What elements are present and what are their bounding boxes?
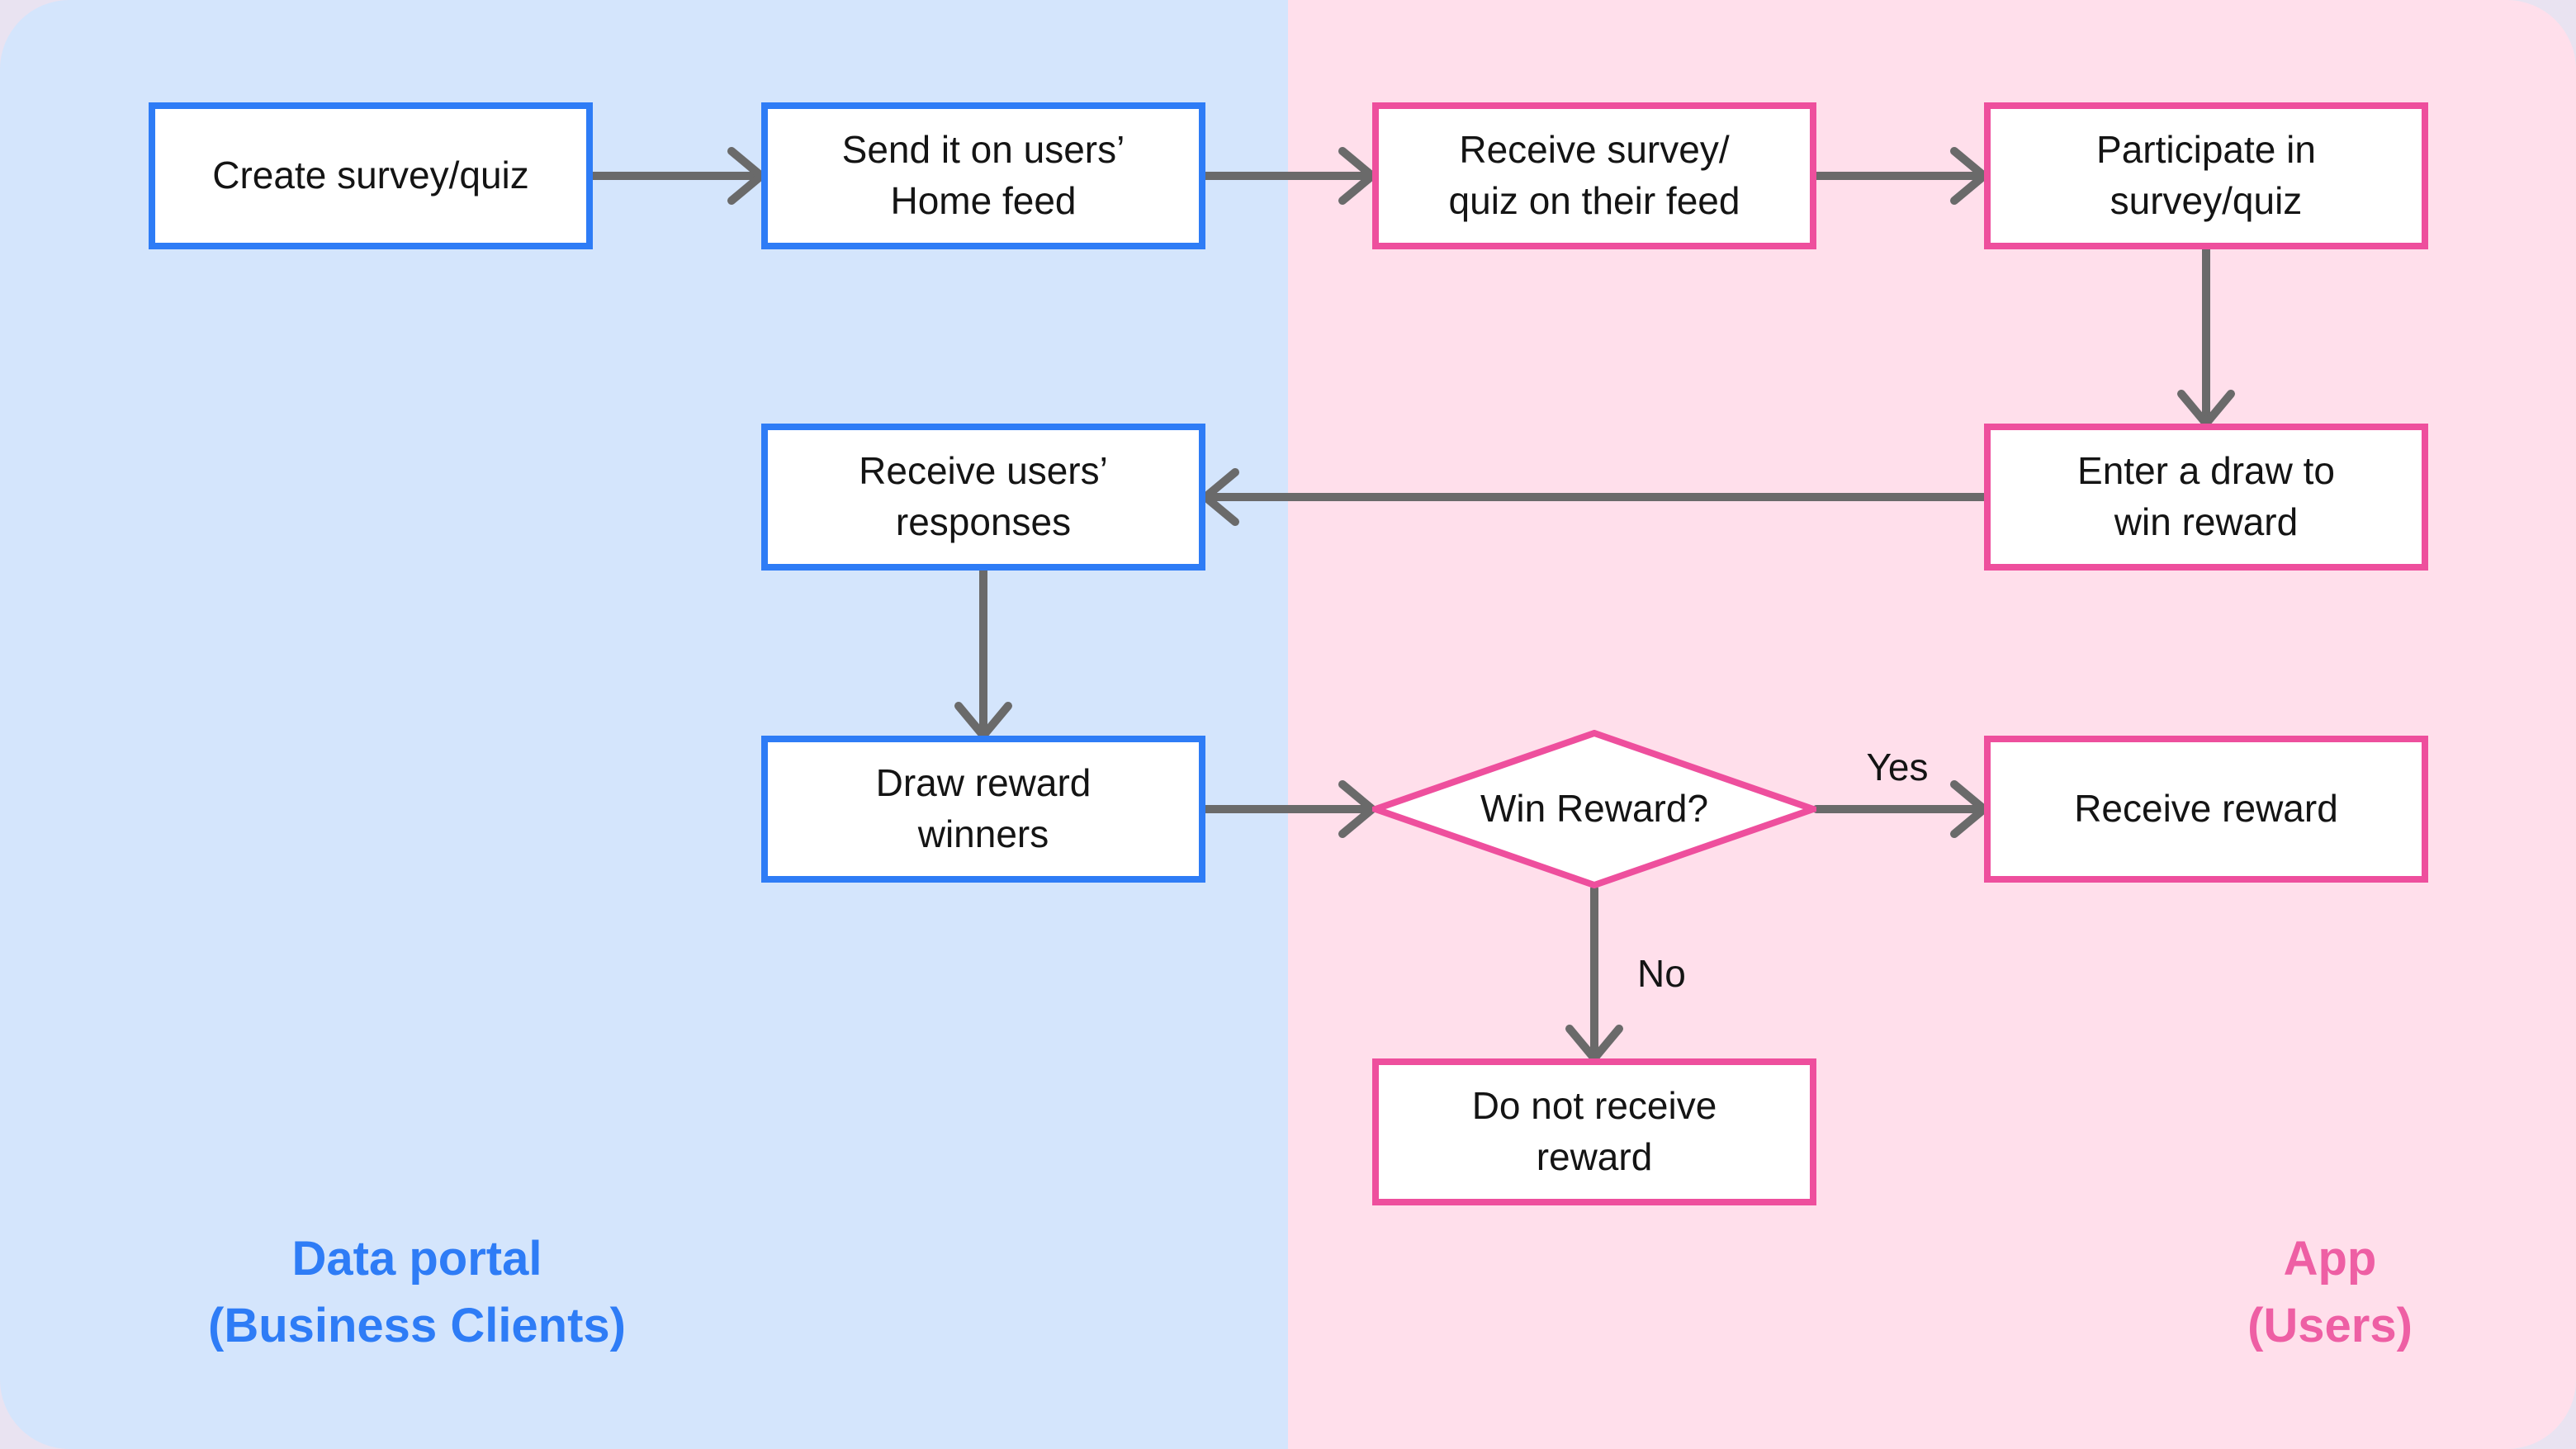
node-no-reward: Do not receive reward <box>1372 1058 1816 1205</box>
node-win-reward: Win Reward? <box>1372 730 1816 888</box>
node-receive-reward: Receive reward <box>1984 736 2428 883</box>
node-send: Send it on users’ Home feed <box>761 102 1205 249</box>
edge-label-no: No <box>1637 952 1686 995</box>
lane-label-data-portal: Data portal (Business Clients) <box>208 1231 626 1352</box>
lane-label-app: App (Users) <box>2247 1231 2413 1352</box>
node-draw-winners: Draw reward winners <box>761 736 1205 883</box>
decision-diamond-shape <box>1372 730 1816 888</box>
edge-label-yes: Yes <box>1866 746 1928 788</box>
node-participate: Participate in survey/quiz <box>1984 102 2428 249</box>
node-receive-responses: Receive users’ responses <box>761 424 1205 571</box>
arrowhead-edge-enter-draw-receive-responses <box>1201 468 1239 526</box>
node-create: Create survey/quiz <box>149 102 593 249</box>
node-enter-draw: Enter a draw to win reward <box>1984 424 2428 571</box>
node-receive-survey: Receive survey/ quiz on their feed <box>1372 102 1816 249</box>
node-label: Win Reward? <box>1480 787 1709 831</box>
